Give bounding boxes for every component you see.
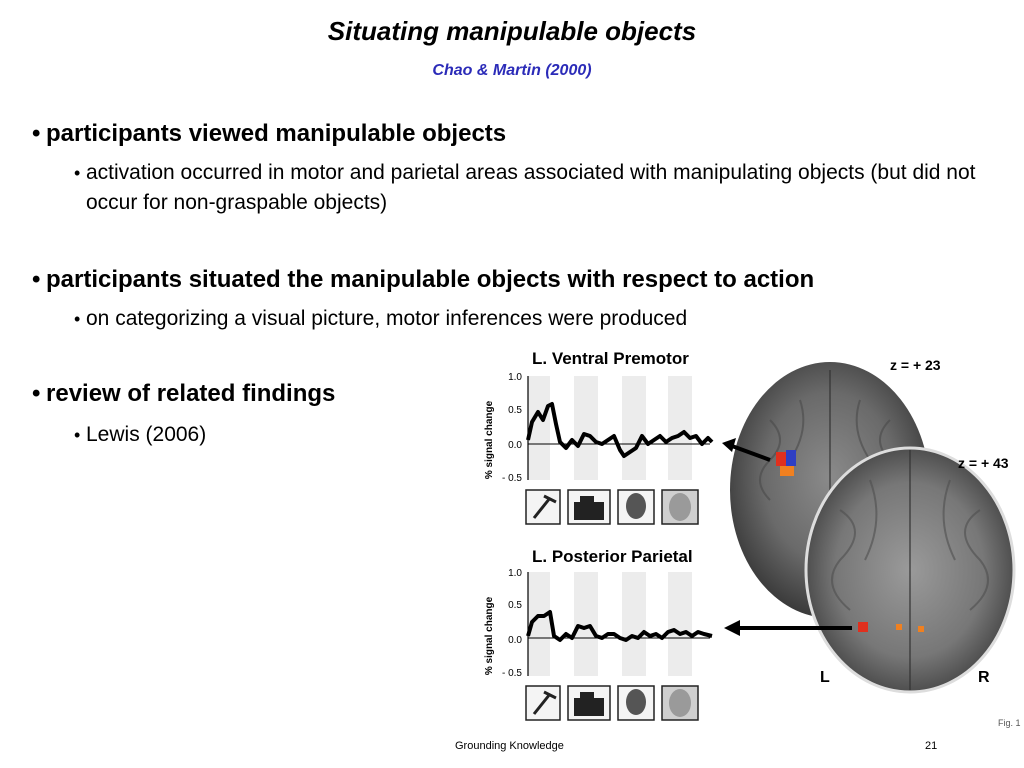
panel-1-title: L. Ventral Premotor: [532, 349, 689, 368]
animal-icon: [626, 493, 646, 519]
slide-subtitle: Chao & Martin (2000): [432, 62, 592, 79]
panel-ventral-premotor: L. Ventral Premotor % signal change 1.0 …: [484, 349, 714, 525]
stimulus-images: [525, 685, 699, 721]
panel-1-ylabel: % signal change: [484, 400, 495, 479]
hemisphere-left-label: L: [820, 669, 830, 686]
activation-spot: [918, 626, 924, 632]
panel-2-ylabel: % signal change: [484, 596, 495, 675]
bullet-dot: •: [32, 120, 41, 147]
house-icon: [574, 698, 604, 716]
bullet-3: • review of related findings: [32, 380, 336, 408]
activation-spot: [780, 466, 794, 476]
panel-2-ytick: 0.5: [508, 600, 522, 611]
panel-2-ytick: 1.0: [508, 568, 522, 579]
brain-slice-z43: z = + 43 L R: [804, 446, 1016, 694]
panel-1-ytick: 0.0: [508, 440, 522, 451]
activation-spot: [776, 452, 786, 466]
z-label-2: z = + 43: [958, 455, 1009, 471]
panel-1-ytick: - 0.5: [502, 473, 522, 484]
activation-spot: [896, 624, 902, 630]
timecourse-line: [526, 610, 713, 642]
panel-posterior-parietal: L. Posterior Parietal % signal change 1.…: [484, 547, 713, 721]
stimulus-block: [622, 376, 646, 480]
panel-1-ytick: 0.5: [508, 405, 522, 416]
stimulus-images: [525, 489, 699, 525]
hammer-icon: [532, 494, 557, 519]
face-icon: [669, 493, 691, 521]
arrow-to-premotor: [722, 438, 771, 462]
panel-2-ytick: 0.0: [508, 635, 522, 646]
bullet-2: • participants situated the manipulable …: [32, 266, 815, 294]
timecourse-line: [526, 402, 714, 458]
arrow-to-parietal: [724, 620, 852, 636]
activation-spot: [786, 450, 796, 466]
stimulus-block: [668, 376, 692, 480]
figure-label: Fig. 1: [998, 718, 1021, 728]
bullet-1-sub: • activation occurred in motor and parie…: [74, 158, 976, 218]
sub-bullet-dot: •: [74, 425, 81, 445]
bullet-2-sub-text: on categorizing a visual picture, motor …: [86, 307, 688, 330]
sub-bullet-dot: •: [74, 163, 81, 183]
footer-left: Grounding Knowledge: [455, 740, 564, 752]
bullet-dot: •: [32, 380, 41, 407]
bullet-2-sub: • on categorizing a visual picture, moto…: [74, 304, 986, 334]
panel-2-ytick: - 0.5: [502, 668, 522, 679]
bullet-3-text: review of related findings: [46, 380, 336, 407]
slide-title: Situating manipulable objects: [327, 16, 697, 46]
stimulus-block: [528, 376, 550, 480]
z-label-1: z = + 23: [890, 357, 941, 373]
panel-2-title: L. Posterior Parietal: [532, 547, 693, 566]
animal-icon: [626, 689, 646, 715]
bullet-dot: •: [32, 266, 41, 293]
bullet-1-sub-text: activation occurred in motor and parieta…: [86, 161, 976, 214]
stimulus-block: [574, 376, 598, 480]
hemisphere-right-label: R: [978, 669, 990, 686]
bullet-2-text: participants situated the manipulable ob…: [46, 266, 815, 293]
hammer-icon: [532, 690, 557, 715]
bullet-3-sub: • Lewis (2006): [74, 420, 986, 450]
panel-1-ytick: 1.0: [508, 372, 522, 383]
house-icon: [574, 502, 604, 520]
bullet-1-text: participants viewed manipulable objects: [46, 120, 507, 147]
fmri-figure: L. Ventral Premotor % signal change 1.0 …: [484, 349, 1016, 721]
activation-spot: [858, 622, 868, 632]
bullet-1: • participants viewed manipulable object…: [32, 120, 507, 148]
face-icon: [669, 689, 691, 717]
sub-bullet-dot: •: [74, 309, 81, 329]
bullet-3-sub-text: Lewis (2006): [86, 423, 207, 446]
page-number: 21: [925, 740, 938, 752]
